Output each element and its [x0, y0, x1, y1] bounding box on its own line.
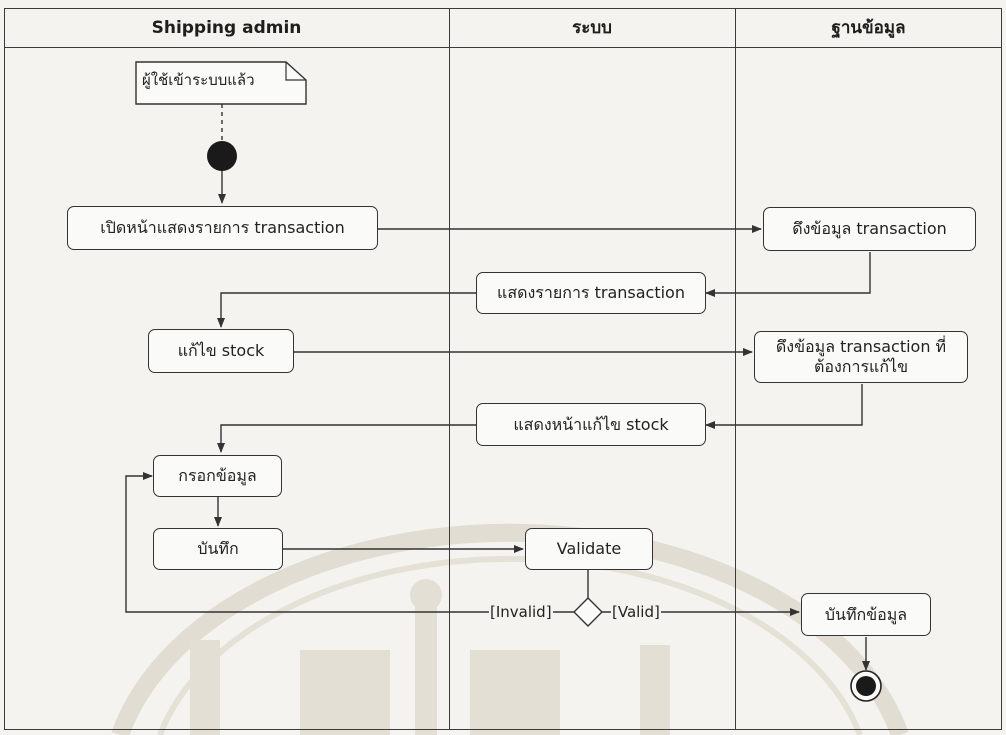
action-edit-stock: แก้ไข stock	[148, 329, 294, 373]
lane-divider-system	[449, 8, 450, 730]
note-shape	[135, 61, 307, 105]
diagram-frame	[4, 8, 1002, 730]
action-open-transaction-list: เปิดหน้าแสดงรายการ transaction	[67, 206, 378, 250]
action-show-edit-stock-page: แสดงหน้าแก้ไข stock	[476, 403, 706, 446]
action-fill-data: กรอกข้อมูล	[153, 455, 282, 497]
lane-header-database: ฐานข้อมูล	[735, 8, 1002, 48]
action-fetch-transaction: ดึงข้อมูล transaction	[763, 207, 976, 251]
decision-diamond	[573, 597, 603, 627]
action-validate: Validate	[525, 528, 653, 570]
arrow-show-to-edit	[217, 292, 476, 328]
action-save-data: บันทึกข้อมูล	[801, 593, 931, 636]
initial-node	[207, 141, 237, 171]
arrow-fetch-to-show	[705, 252, 871, 297]
action-save: บันทึก	[153, 528, 283, 570]
lane-divider-database	[735, 8, 736, 730]
guard-invalid: [Invalid]	[489, 603, 553, 621]
precondition-note: ผู้ใช้เข้าระบบแล้ว	[142, 71, 255, 89]
arrow-invalid-loop	[125, 472, 574, 613]
action-show-transaction-list: แสดงรายการ transaction	[476, 272, 706, 314]
lane-header-shipping-admin: Shipping admin	[4, 8, 449, 48]
arrow-fetch-edit-to-show-edit	[705, 384, 863, 429]
final-node-inner	[856, 676, 876, 696]
arrow-show-edit-to-fill	[217, 424, 476, 453]
lane-header-system: ระบบ	[449, 8, 735, 48]
note-fold	[285, 62, 306, 81]
guard-valid: [Valid]	[611, 603, 661, 621]
action-fetch-transaction-to-edit: ดึงข้อมูล transaction ที่ต้องการแก้ไข	[754, 331, 968, 383]
